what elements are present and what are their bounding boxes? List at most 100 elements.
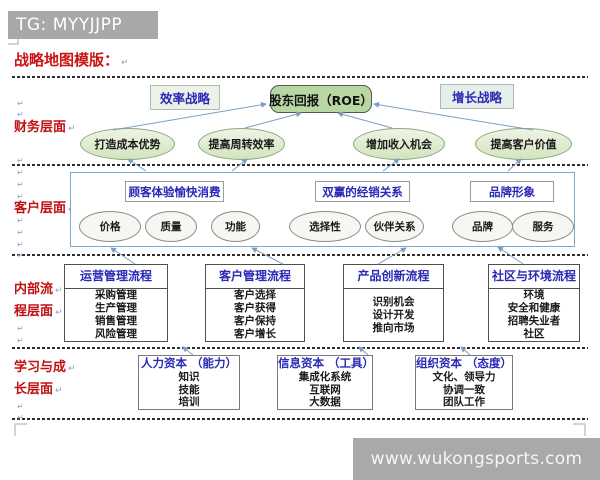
paragraph-mark: ↵ [17,240,24,249]
paragraph-mark: ↵ [68,124,76,134]
paragraph-mark: ↵ [17,180,24,189]
section-divider [12,418,588,420]
customer-ellipse: 选择性 [289,211,361,242]
row-label-text: 财务层面 [14,120,67,135]
paragraph-mark: ↵ [17,228,24,237]
row-label-text: 客户层面 [14,201,67,216]
process-box-innovation: 产品创新流程 识别机会 设计开发 推向市场 [343,264,444,342]
section-divider [12,76,588,78]
capital-box-items: 知识 技能 培训 [139,371,239,409]
customer-ellipse: 价格 [79,211,141,242]
process-box-community: 社区与环境流程 环境 安全和健康 招聘失业者 社区 [488,264,580,342]
capital-box-title: 组织资本 （态度） [416,356,513,371]
process-box-items: 环境 安全和健康 招聘失业者 社区 [489,289,579,341]
process-item: 识别机会 [372,295,415,308]
process-item: 推向市场 [372,321,415,334]
capital-item: 互联网 [309,383,341,396]
page-title-text: 战略地图模版： [14,51,120,69]
capital-box-items: 文化、领导力 协调一致 团队工作 [416,371,512,409]
customer-ellipse: 服务 [512,211,574,242]
paragraph-mark: ↵ [17,324,24,333]
process-box-title: 社区与环境流程 [489,265,579,289]
row-label-internal-line1: 内部流↵ [14,278,63,297]
paragraph-mark: ↵ [17,168,24,177]
process-item: 安全和健康 [507,302,561,314]
capital-item: 协调一致 [443,383,485,396]
row-label-text: 内部流 [14,282,54,297]
paragraph-mark: ↵ [17,110,24,119]
customer-ellipse: 品牌 [452,211,513,242]
customer-ellipse-label: 选择性 [309,221,341,233]
process-box-title: 产品创新流程 [344,265,443,289]
customer-ellipse: 功能 [211,211,260,242]
customer-ellipse-label: 价格 [99,221,121,233]
process-item: 客户增长 [234,328,276,340]
financial-ellipse: 提高周转效率 [198,128,285,160]
customer-ellipse-label: 功能 [225,221,246,233]
paragraph-mark: ↵ [55,286,63,296]
process-item: 生产管理 [95,302,137,314]
customer-ellipse-label: 服务 [532,221,554,233]
customer-ellipse-label: 伙伴关系 [373,221,416,233]
section-divider [12,254,588,256]
financial-ellipse: 提高客户价值 [475,128,572,160]
process-item: 采购管理 [95,289,137,301]
process-box-title: 客户管理流程 [206,265,304,289]
process-item: 风险管理 [95,328,137,340]
capital-box-human: 人力资本 （能力） 知识 技能 培训 [138,355,240,410]
row-label-text: 学习与成 [14,360,67,375]
process-box-items: 采购管理 生产管理 销售管理 风险管理 [65,289,167,341]
process-box-customer-mgmt: 客户管理流程 客户选择 客户获得 客户保持 客户增长 [205,264,305,342]
process-box-operations: 运营管理流程 采购管理 生产管理 销售管理 风险管理 [64,264,168,342]
customer-ellipse: 质量 [145,211,197,242]
capital-box-title: 人力资本 （能力） [140,356,237,371]
paragraph-mark: ↵ [17,402,24,411]
financial-ellipse-label: 提高客户价值 [490,138,557,151]
footer-url-text: www.wukongsports.com [370,449,583,469]
customer-ellipse-label: 品牌 [472,221,493,233]
customer-ellipse: 伙伴关系 [365,211,424,242]
efficiency-strategy-label: 效率战略 [159,91,210,106]
process-item: 设计开发 [372,308,415,321]
customer-ellipse-label: 质量 [160,221,182,233]
growth-strategy-label: 增长战略 [451,90,502,105]
process-box-title: 运营管理流程 [65,265,167,289]
page-title: 战略地图模版：↵ [14,49,129,70]
financial-ellipse-label: 提高周转效率 [208,138,275,151]
capital-item: 文化、领导力 [432,371,496,384]
process-item: 招聘失业者 [507,315,561,327]
process-item: 客户获得 [234,302,276,314]
capital-item: 集成化系统 [298,371,352,384]
row-label-learning-line2: 长层面↵ [14,378,63,397]
customer-group-title-text: 双赢的经销关系 [322,184,403,199]
customer-group-title: 品牌形象 [470,181,554,202]
customer-group-title: 顾客体验愉快消费 [125,181,224,202]
row-label-financial: 财务层面↵ [14,116,76,135]
customer-group-title-text: 顾客体验愉快消费 [128,184,221,199]
process-item: 社区 [523,328,545,340]
row-label-learning-line1: 学习与成↵ [14,356,76,375]
section-divider [12,347,588,349]
process-item: 销售管理 [95,315,137,327]
capital-box-title: 信息资本 （工具） [278,356,375,371]
paragraph-mark: ↵ [17,413,24,422]
capital-box-organization: 组织资本 （态度） 文化、领导力 协调一致 团队工作 [415,355,513,410]
footer-watermark-bar: www.wukongsports.com [353,438,600,480]
capital-item: 团队工作 [443,396,485,409]
financial-ellipse: 增加收入机会 [353,128,445,160]
paragraph-mark: ↵ [55,308,63,318]
capital-box-items: 集成化系统 互联网 大数据 [278,371,372,409]
capital-item: 技能 [178,383,200,396]
customer-group-title: 双赢的经销关系 [315,181,410,202]
row-label-text: 程层面 [14,304,54,319]
process-box-items: 识别机会 设计开发 推向市场 [344,289,443,341]
section-divider [12,164,588,166]
paragraph-mark: ↵ [17,251,24,260]
capital-box-information: 信息资本 （工具） 集成化系统 互联网 大数据 [277,355,375,410]
paragraph-mark: ↵ [55,386,63,396]
growth-strategy-box: 增长战略 [440,84,514,109]
shareholder-return-box: 股东回报（ROE） [269,85,373,113]
process-item: 环境 [523,289,545,301]
financial-ellipse-label: 打造成本优势 [94,138,161,151]
